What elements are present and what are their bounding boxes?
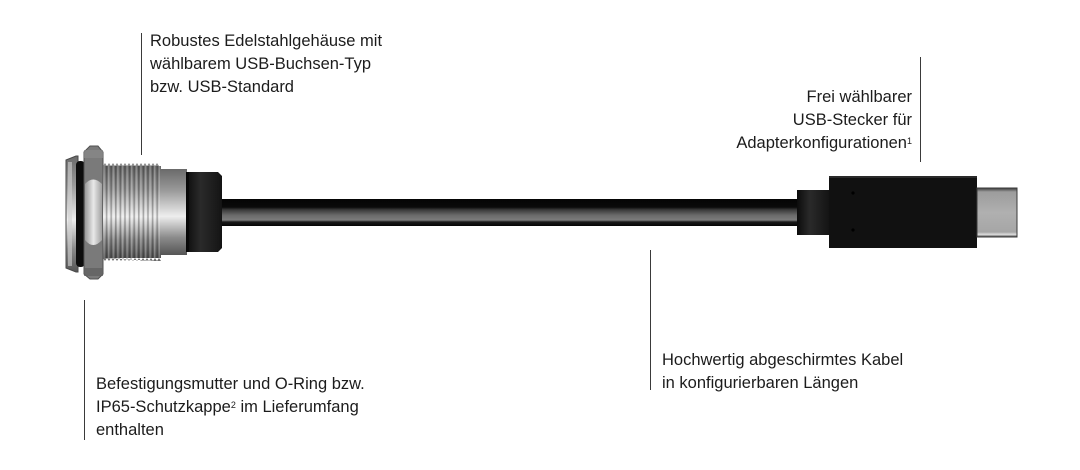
smooth-collar <box>160 169 187 255</box>
mounting-nut <box>83 145 104 280</box>
threaded-body <box>103 163 161 261</box>
callout-housing: Robustes Edelstahlgehäuse mit wählbarem … <box>150 30 382 99</box>
callout-mounting-line-2b: im Lieferumfang <box>240 398 359 416</box>
callout-plug-line-2: USB-Stecker für <box>792 111 912 129</box>
usb-c-tip <box>976 187 1018 238</box>
footnote-marker-1: 1 <box>906 136 912 146</box>
callout-cable-line-1: Hochwertig abgeschirmtes Kabel <box>662 351 904 369</box>
callout-plug-line-3: Adapterkonfigurationen <box>736 134 907 152</box>
plug-body <box>829 176 977 248</box>
o-ring <box>76 161 85 267</box>
footnote-marker-2: 2 <box>230 400 236 410</box>
leader-line-cable <box>650 250 651 390</box>
socket-boot <box>186 172 222 252</box>
callout-mounting-line-2a: IP65-Schutzkappe <box>96 398 231 416</box>
leader-line-plug <box>920 57 921 162</box>
callout-housing-line-1: Robustes Edelstahlgehäuse mit <box>150 32 383 50</box>
leader-line-mounting <box>84 300 85 440</box>
plug-strain-relief <box>797 190 829 235</box>
callout-mounting-line-1: Befestigungsmutter und O-Ring bzw. <box>96 375 365 393</box>
callout-cable: Hochwertig abgeschirmtes Kabel in konfig… <box>662 349 903 395</box>
callout-cable-line-2: in konfigurierbaren Längen <box>662 374 859 392</box>
callout-housing-line-3: bzw. USB-Standard <box>150 78 294 96</box>
usb-plug <box>797 176 1018 248</box>
callout-mounting-line-3: enthalten <box>96 421 164 439</box>
callout-plug-line-3-wrap: Adapterkonfigurationen1 <box>736 132 912 155</box>
callout-plug: Frei wählbarer USB-Stecker für Adapterko… <box>736 86 912 155</box>
callout-mounting: Befestigungsmutter und O-Ring bzw. IP65-… <box>96 373 365 442</box>
callout-housing-line-2: wählbarem USB-Buchsen-Typ <box>150 55 372 73</box>
socket-housing <box>65 145 222 280</box>
callout-mounting-line-2-wrap: IP65-Schutzkappe2 im Lieferumfang <box>96 396 365 419</box>
callout-plug-line-1: Frei wählbarer <box>806 88 912 106</box>
leader-line-housing <box>141 33 142 155</box>
cable <box>214 199 802 226</box>
